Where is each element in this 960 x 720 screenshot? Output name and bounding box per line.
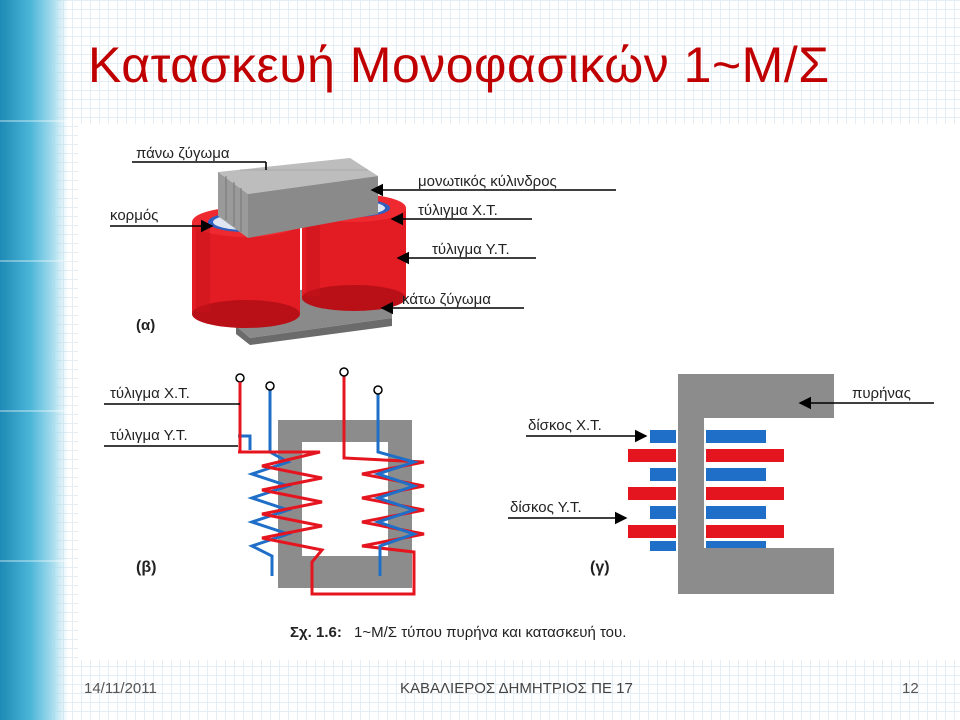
label-lv-winding-a: τύλιγμα Υ.Τ. [432,241,510,258]
core-frame-shape [278,420,412,588]
discs-left [628,430,676,551]
label-core: πυρήνας [852,385,911,402]
diagram-b: τύλιγμα Χ.Τ. τύλιγμα Υ.Τ. (β) [104,367,425,596]
label-hv-winding-b: τύλιγμα Χ.Τ. [110,385,190,402]
footer-author: ΚΑΒΑΛΙΕΡΟΣ ΔΗΜΗΤΡΙΟΣ ΠΕ 17 [400,680,633,697]
figure-caption: Σχ. 1.6: 1~Μ/Σ τύπου πυρήνα και κατασκευ… [290,624,626,641]
c-core-shape [678,374,834,594]
label-lv-winding-b: τύλιγμα Υ.Τ. [110,427,188,444]
tag-a: (α) [136,317,155,334]
slide-title: Κατασκευή Μονοφασικών 1~Μ/Σ [88,37,830,93]
diagram-c: πυρήνας δίσκος Χ.Τ. δίσκος Υ.Τ. (γ) [508,374,934,594]
transformer-figure: πάνω ζύγωμα κορμός μονωτικός κύλινδρος τ… [78,124,960,660]
tag-b: (β) [136,559,156,576]
label-top-yoke: πάνω ζύγωμα [136,145,230,162]
tag-c: (γ) [590,559,610,576]
footer-page-number: 12 [902,680,919,697]
label-lv-disc: δίσκος Υ.Τ. [510,499,582,516]
diagram-a: πάνω ζύγωμα κορμός μονωτικός κύλινδρος τ… [110,145,616,345]
figure-svg: πάνω ζύγωμα κορμός μονωτικός κύλινδρος τ… [104,145,934,641]
label-bottom-yoke: κάτω ζύγωμα [402,291,491,308]
discs-right [706,430,784,548]
top-yoke-shape [218,158,378,238]
label-insulating-cylinder: μονωτικός κύλινδρος [418,173,557,190]
label-hv-disc: δίσκος Χ.Τ. [528,417,602,434]
left-decorative-bar [0,0,68,720]
label-hv-winding-a: τύλιγμα Χ.Τ. [418,202,498,219]
caption-text: 1~Μ/Σ τύπου πυρήνα και κατασκευή του. [354,624,626,641]
label-core-leg: κορμός [110,207,158,224]
footer-date: 14/11/2011 [84,680,157,697]
caption-prefix: Σχ. 1.6: [290,624,342,641]
